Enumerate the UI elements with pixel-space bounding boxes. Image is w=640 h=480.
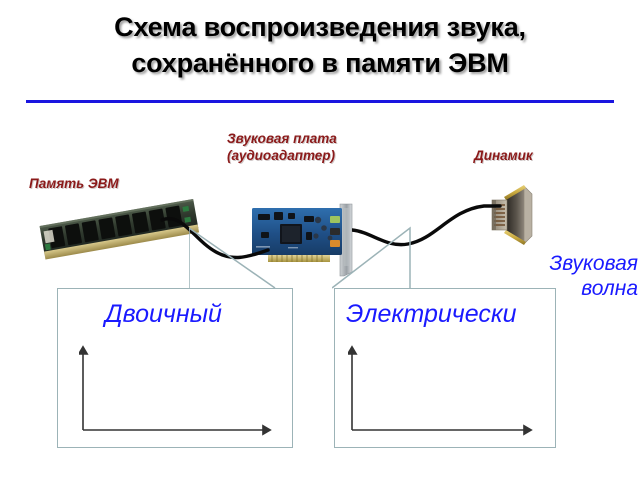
page-title: Схема воспроизведения звука, сохранённог… — [26, 10, 614, 82]
callout-electric-axes — [346, 344, 544, 436]
label-sound-card: Звуковая плата (аудиоадаптер) — [227, 131, 337, 163]
label-speaker: Динамик — [474, 148, 533, 163]
callout-binary-axes — [77, 344, 275, 436]
loudspeaker-icon — [480, 180, 542, 250]
callout-binary[interactable]: Двоичный — [57, 226, 293, 448]
title-divider — [26, 100, 614, 103]
callout-electric[interactable]: Электрически — [331, 226, 556, 448]
callout-electric-label: Электрически — [346, 300, 517, 328]
pci-sound-card-icon — [244, 198, 378, 282]
label-sound-wave: Звуковая волна — [549, 252, 638, 300]
callout-binary-label: Двоичный — [105, 300, 222, 328]
callout-electric-frame — [334, 288, 556, 448]
ram-stick-icon — [36, 198, 206, 268]
title-text: Схема воспроизведения звука, сохранённог… — [114, 12, 526, 78]
label-memory: Память ЭВМ — [29, 176, 119, 191]
callout-binary-frame — [57, 288, 293, 448]
